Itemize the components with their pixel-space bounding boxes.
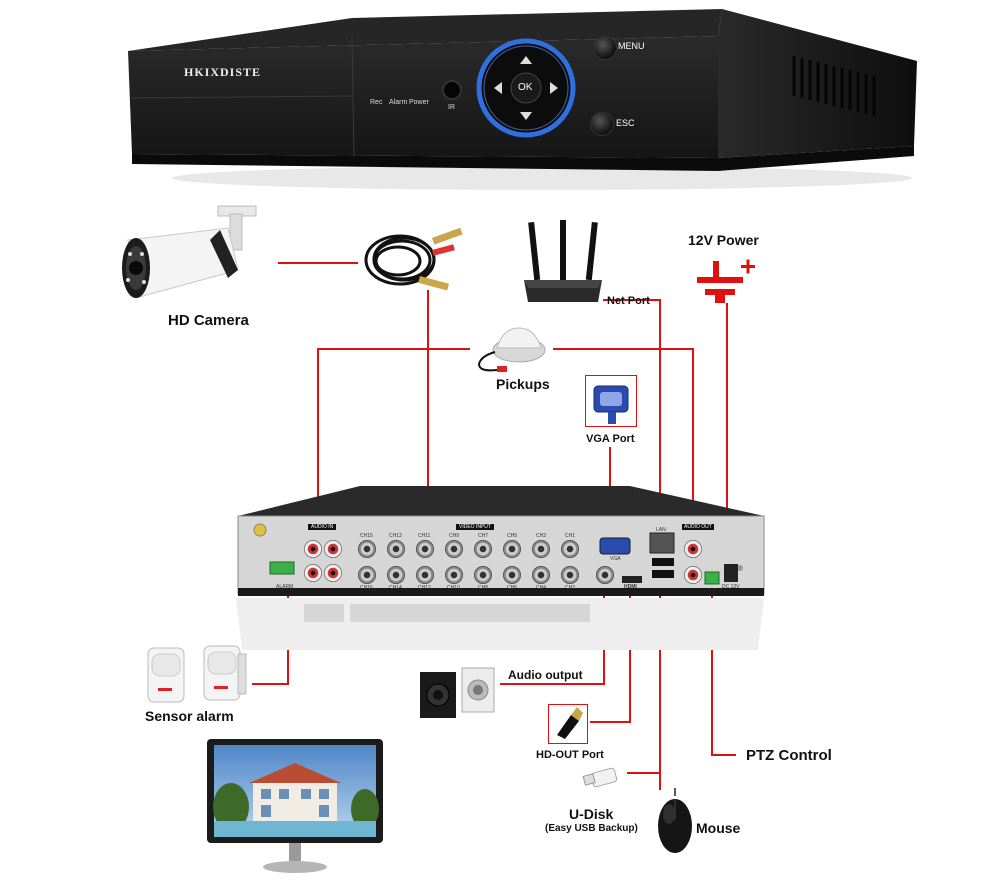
video-input-ch13[interactable] <box>387 540 405 558</box>
sensor-alarm-image <box>147 645 247 703</box>
ch-label-bottom: CH16 <box>360 585 373 591</box>
esc-label: ESC <box>616 118 635 128</box>
video-input-ch8[interactable] <box>474 566 492 584</box>
vga-port-label: VGA Port <box>586 433 635 445</box>
video-input-ch11[interactable] <box>416 540 434 558</box>
vga-image-box <box>585 375 637 427</box>
audio-out-label: AUDIO OUT <box>682 524 714 530</box>
vga-connector-icon <box>593 385 629 424</box>
bnc-cable-image <box>364 227 463 291</box>
ch-label-top: CH7 <box>478 533 489 539</box>
menu-button[interactable] <box>593 36 617 60</box>
ch-label-top: CH9 <box>449 533 460 539</box>
ch-label-bottom: CH10 <box>447 585 460 591</box>
ch-label-top: CH13 <box>389 533 402 539</box>
video-input-ch9[interactable] <box>445 540 463 558</box>
audio-in-label: AUDIO IN <box>308 524 337 530</box>
video-input-ch6[interactable] <box>503 566 521 584</box>
video-input-ch3[interactable] <box>532 540 550 558</box>
indicator-power: Power <box>409 99 429 106</box>
hd-out-port-label: HD-OUT Port <box>536 749 604 761</box>
audio-in-jack-3[interactable] <box>304 564 322 582</box>
audio-in-jack-4[interactable] <box>324 564 342 582</box>
monitor-image <box>205 737 385 877</box>
lan-rear-label: LAN <box>656 527 666 533</box>
net-port-label: Net Port <box>607 295 650 307</box>
ch-label-bottom: CH8 <box>478 585 489 591</box>
monitor-display <box>207 739 383 873</box>
video-input-ch14[interactable] <box>387 566 405 584</box>
alarm-rear-label: ALARM <box>276 584 294 590</box>
pickups-image <box>477 327 546 372</box>
power-symbol <box>697 259 755 303</box>
ch-label-bottom: CH14 <box>389 585 402 591</box>
power-label: 12V Power <box>688 232 759 248</box>
hd-camera-label: HD Camera <box>168 312 249 329</box>
u-disk-label: U-Disk <box>569 806 614 822</box>
ch-label-top: CH5 <box>507 533 518 539</box>
speakers-image <box>420 667 495 718</box>
dvr-rear-unit: AUDIO IN VIDEO INPUT AUDIO OUT VGA ALARM… <box>230 480 770 655</box>
video-input-ch5[interactable] <box>503 540 521 558</box>
audio-out-jack-1[interactable] <box>684 540 702 558</box>
ch-label-top: CH1 <box>565 533 576 539</box>
ptz-control-label: PTZ Control <box>746 747 832 764</box>
esc-button[interactable] <box>590 112 614 136</box>
hdmi-rear-label: HDMI <box>624 584 637 590</box>
ch-label-bottom: CH2 <box>565 585 576 591</box>
video-input-ch2[interactable] <box>561 566 579 584</box>
audio-output-label: Audio output <box>508 668 583 682</box>
video-input-ch1[interactable] <box>561 540 579 558</box>
video-input-ch10[interactable] <box>445 566 463 584</box>
audio-in-jack-1[interactable] <box>304 540 322 558</box>
video-input-label: VIDEO INPUT <box>456 524 494 530</box>
dvr-front-body <box>128 9 917 190</box>
u-disk-image <box>582 767 618 788</box>
mouse-label: Mouse <box>696 820 741 836</box>
video-input-ch7[interactable] <box>474 540 492 558</box>
video-input-ch4[interactable] <box>532 566 550 584</box>
mouse-image <box>658 787 692 853</box>
sensor-alarm-label: Sensor alarm <box>145 708 234 724</box>
dc-rear-label: DC 12V <box>722 584 740 590</box>
video-input-ch16[interactable] <box>358 566 376 584</box>
indicator-alarm: Alarm <box>389 99 408 106</box>
ch-label-top: CH3 <box>536 533 547 539</box>
hd-camera-image <box>122 205 257 299</box>
u-disk-sub-label: (Easy USB Backup) <box>545 823 638 834</box>
hdmi-image-box <box>548 704 588 744</box>
pickups-label: Pickups <box>496 376 550 392</box>
audio-in-jack-2[interactable] <box>324 540 342 558</box>
brand-label: HKIXDISTE <box>184 65 262 79</box>
router-image <box>524 220 602 302</box>
audio-out-jack-2[interactable] <box>684 566 702 584</box>
spot-out-bnc[interactable] <box>596 566 614 584</box>
ok-button-label[interactable]: OK <box>518 82 533 93</box>
video-input-ch12[interactable] <box>416 566 434 584</box>
ch-label-bottom: CH12 <box>418 585 431 591</box>
dvr-front-unit: HKIXDISTE Rec Alarm Power IR OK MENU ESC <box>122 6 930 191</box>
ir-label: IR <box>448 104 455 111</box>
ch-label-bottom: CH4 <box>536 585 547 591</box>
vga-rear-label: VGA <box>610 556 621 562</box>
hdmi-connector-icon <box>557 707 583 739</box>
ch-label-top: CH15 <box>360 533 373 539</box>
indicator-rec: Rec <box>370 99 383 106</box>
menu-label: MENU <box>618 41 645 51</box>
video-input-ch15[interactable] <box>358 540 376 558</box>
ch-label-top: CH11 <box>418 533 431 539</box>
ch-label-bottom: CH6 <box>507 585 518 591</box>
